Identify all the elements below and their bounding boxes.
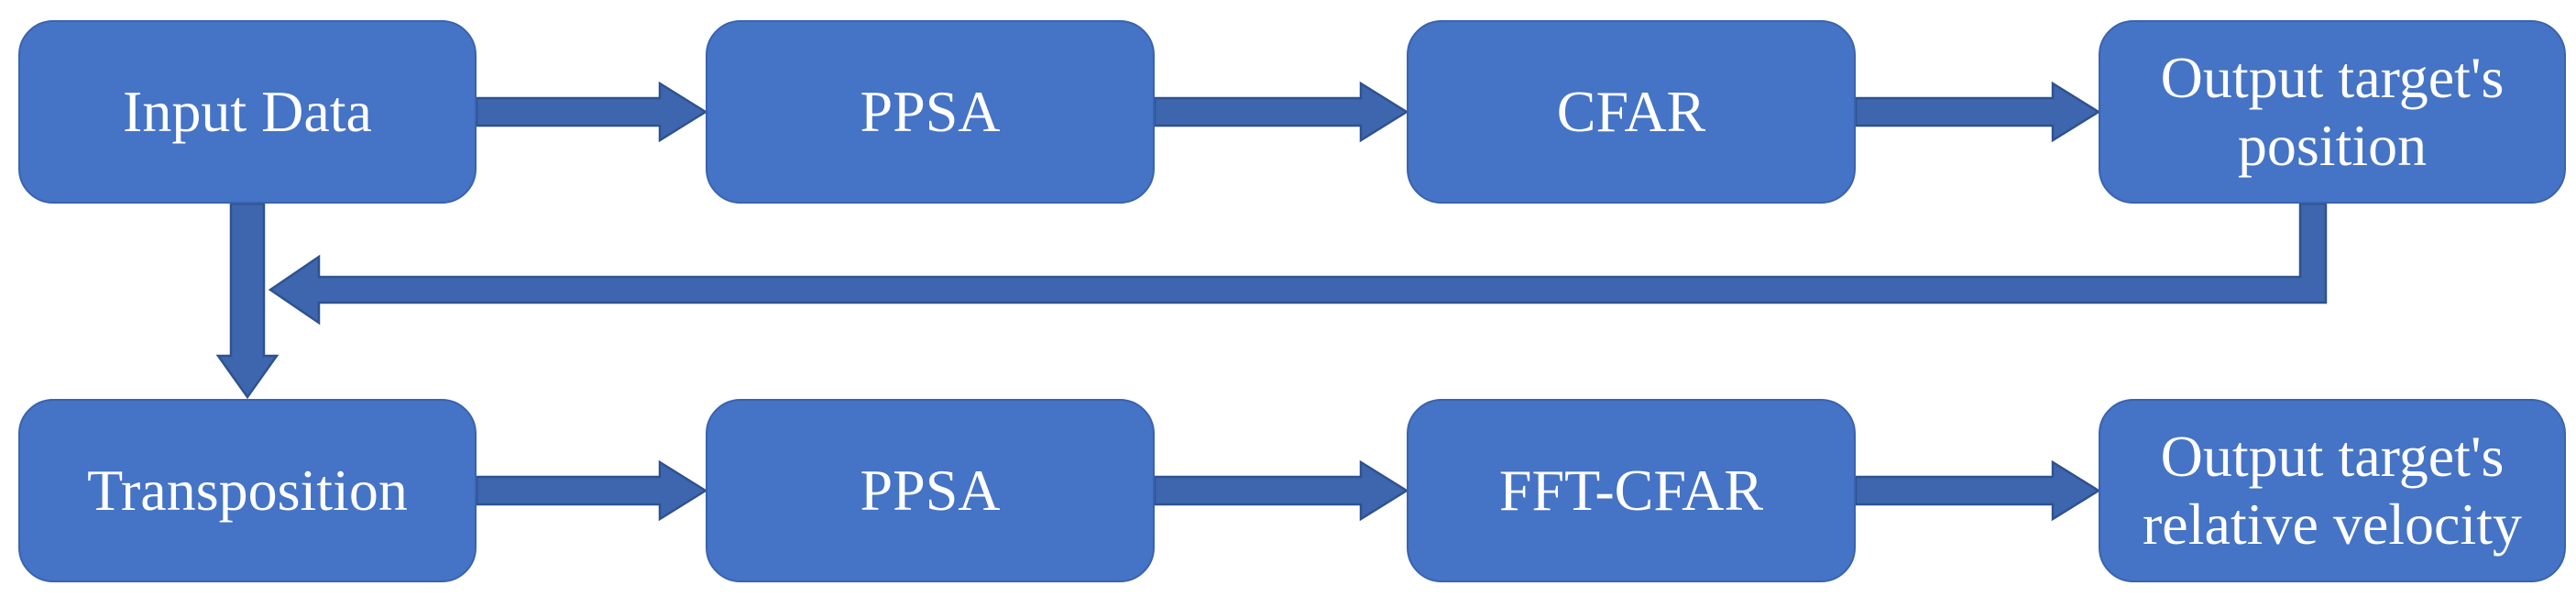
arrow-ppsa-to-fft-cfar (1153, 459, 1409, 522)
node-fft-cfar-label: FFT-CFAR (1498, 458, 1764, 524)
arrow-ppsa-to-cfar (1153, 81, 1409, 143)
node-fft-cfar: FFT-CFAR (1407, 399, 1856, 582)
node-ppsa-1-label: PPSA (860, 79, 1001, 145)
arrow-input-data-to-ppsa (475, 81, 708, 143)
node-ppsa-2-label: PPSA (860, 458, 1001, 524)
node-output-velocity-label: Output target's relative velocity (2142, 424, 2523, 557)
node-output-position-label: Output target's position (2160, 45, 2505, 178)
node-input-data-label: Input Data (123, 79, 372, 145)
node-cfar: CFAR (1407, 20, 1856, 204)
arrow-input-data-to-transposition (215, 202, 280, 400)
node-ppsa-2: PPSA (706, 399, 1155, 582)
node-transposition: Transposition (18, 399, 477, 582)
arrow-output-position-feedback-to-transposition (268, 202, 2328, 326)
node-output-velocity: Output target's relative velocity (2099, 399, 2566, 582)
arrow-transposition-to-ppsa (475, 459, 708, 522)
arrow-fft-cfar-to-output-velocity (1854, 459, 2101, 522)
node-input-data: Input Data (18, 20, 477, 204)
arrow-cfar-to-output-position (1854, 81, 2101, 143)
node-cfar-label: CFAR (1556, 79, 1706, 145)
node-transposition-label: Transposition (87, 458, 408, 524)
node-ppsa-1: PPSA (706, 20, 1155, 204)
node-output-position: Output target's position (2099, 20, 2566, 204)
